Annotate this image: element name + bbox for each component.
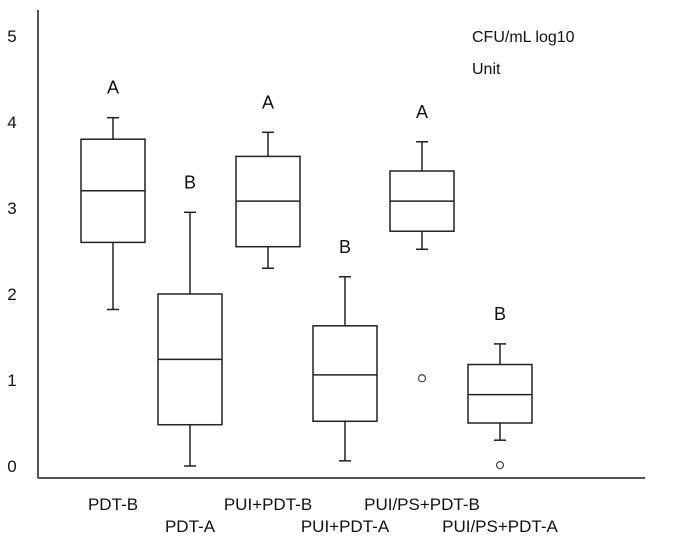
- box-group: A: [80, 78, 146, 311]
- category-label: PDT-A: [165, 517, 216, 536]
- iqr-box: [312, 325, 378, 423]
- outlier-point: [495, 461, 505, 470]
- y-tick-label: 1: [7, 371, 16, 390]
- category-label: PUI/PS+PDT-B: [364, 495, 480, 514]
- category-label: PDT-B: [88, 495, 138, 514]
- box-group: A: [389, 102, 455, 383]
- y-tick-label: 3: [7, 199, 16, 218]
- group-letter: A: [262, 92, 274, 112]
- annotation-unit: Unit: [472, 61, 501, 78]
- group-letter: B: [339, 237, 351, 257]
- boxes: A B A B A B: [80, 78, 533, 470]
- y-tick-labels: 0 1 2 3 4 5: [7, 27, 16, 476]
- box-group: B: [157, 172, 223, 467]
- category-label: PUI/PS+PDT-A: [442, 517, 558, 536]
- box-group: A: [235, 92, 301, 269]
- outlier-point: [417, 374, 427, 383]
- y-tick-label: 0: [7, 457, 16, 476]
- group-letter: A: [416, 102, 428, 122]
- y-tick-label: 5: [7, 27, 16, 46]
- iqr-box: [467, 363, 533, 424]
- group-letter: B: [184, 172, 196, 192]
- group-letter: B: [494, 304, 506, 324]
- category-label: PUI+PDT-A: [301, 517, 390, 536]
- category-labels: PDT-B PDT-A PUI+PDT-B PUI+PDT-A PUI/PS+PDT-B…: [88, 495, 559, 536]
- annotation-unit-title: CFU/mL log10: [472, 29, 575, 46]
- category-label: PUI+PDT-B: [224, 495, 312, 514]
- y-tick-label: 2: [7, 285, 16, 304]
- y-tick-label: 4: [7, 113, 16, 132]
- box-group: B: [312, 237, 378, 462]
- group-letter: A: [107, 78, 119, 98]
- box-group: B: [467, 304, 533, 470]
